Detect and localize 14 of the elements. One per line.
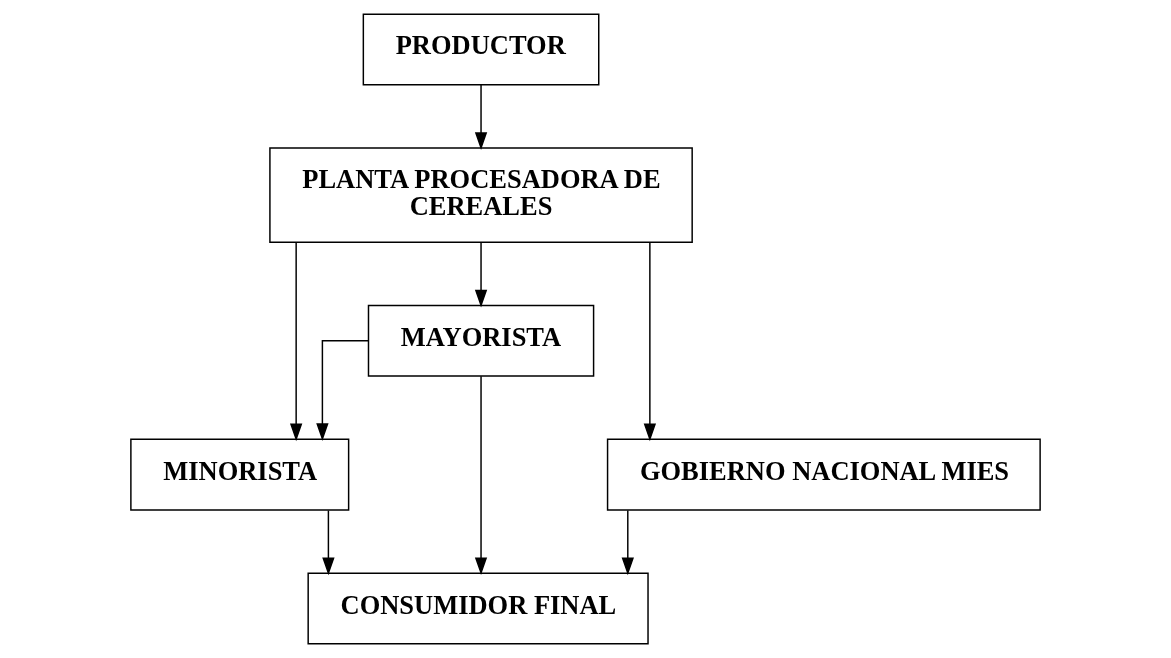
arrow: [316, 340, 370, 441]
node-box: MAYORISTA: [367, 304, 595, 377]
arrow: [621, 509, 634, 576]
arrow: [322, 509, 335, 576]
arrow: [643, 241, 657, 442]
arrow: [474, 241, 488, 308]
node-box: GOBIERNO NACIONAL MIES: [606, 438, 1041, 511]
node-box: PRODUCTOR: [362, 13, 600, 86]
node-box: MINORISTA: [130, 438, 350, 511]
node-box: PLANTA PROCESADORA DE CEREALES: [269, 147, 693, 243]
arrow: [474, 375, 488, 576]
arrow: [474, 84, 488, 150]
node-box: CONSUMIDOR FINAL: [307, 572, 649, 645]
arrow: [289, 241, 303, 442]
